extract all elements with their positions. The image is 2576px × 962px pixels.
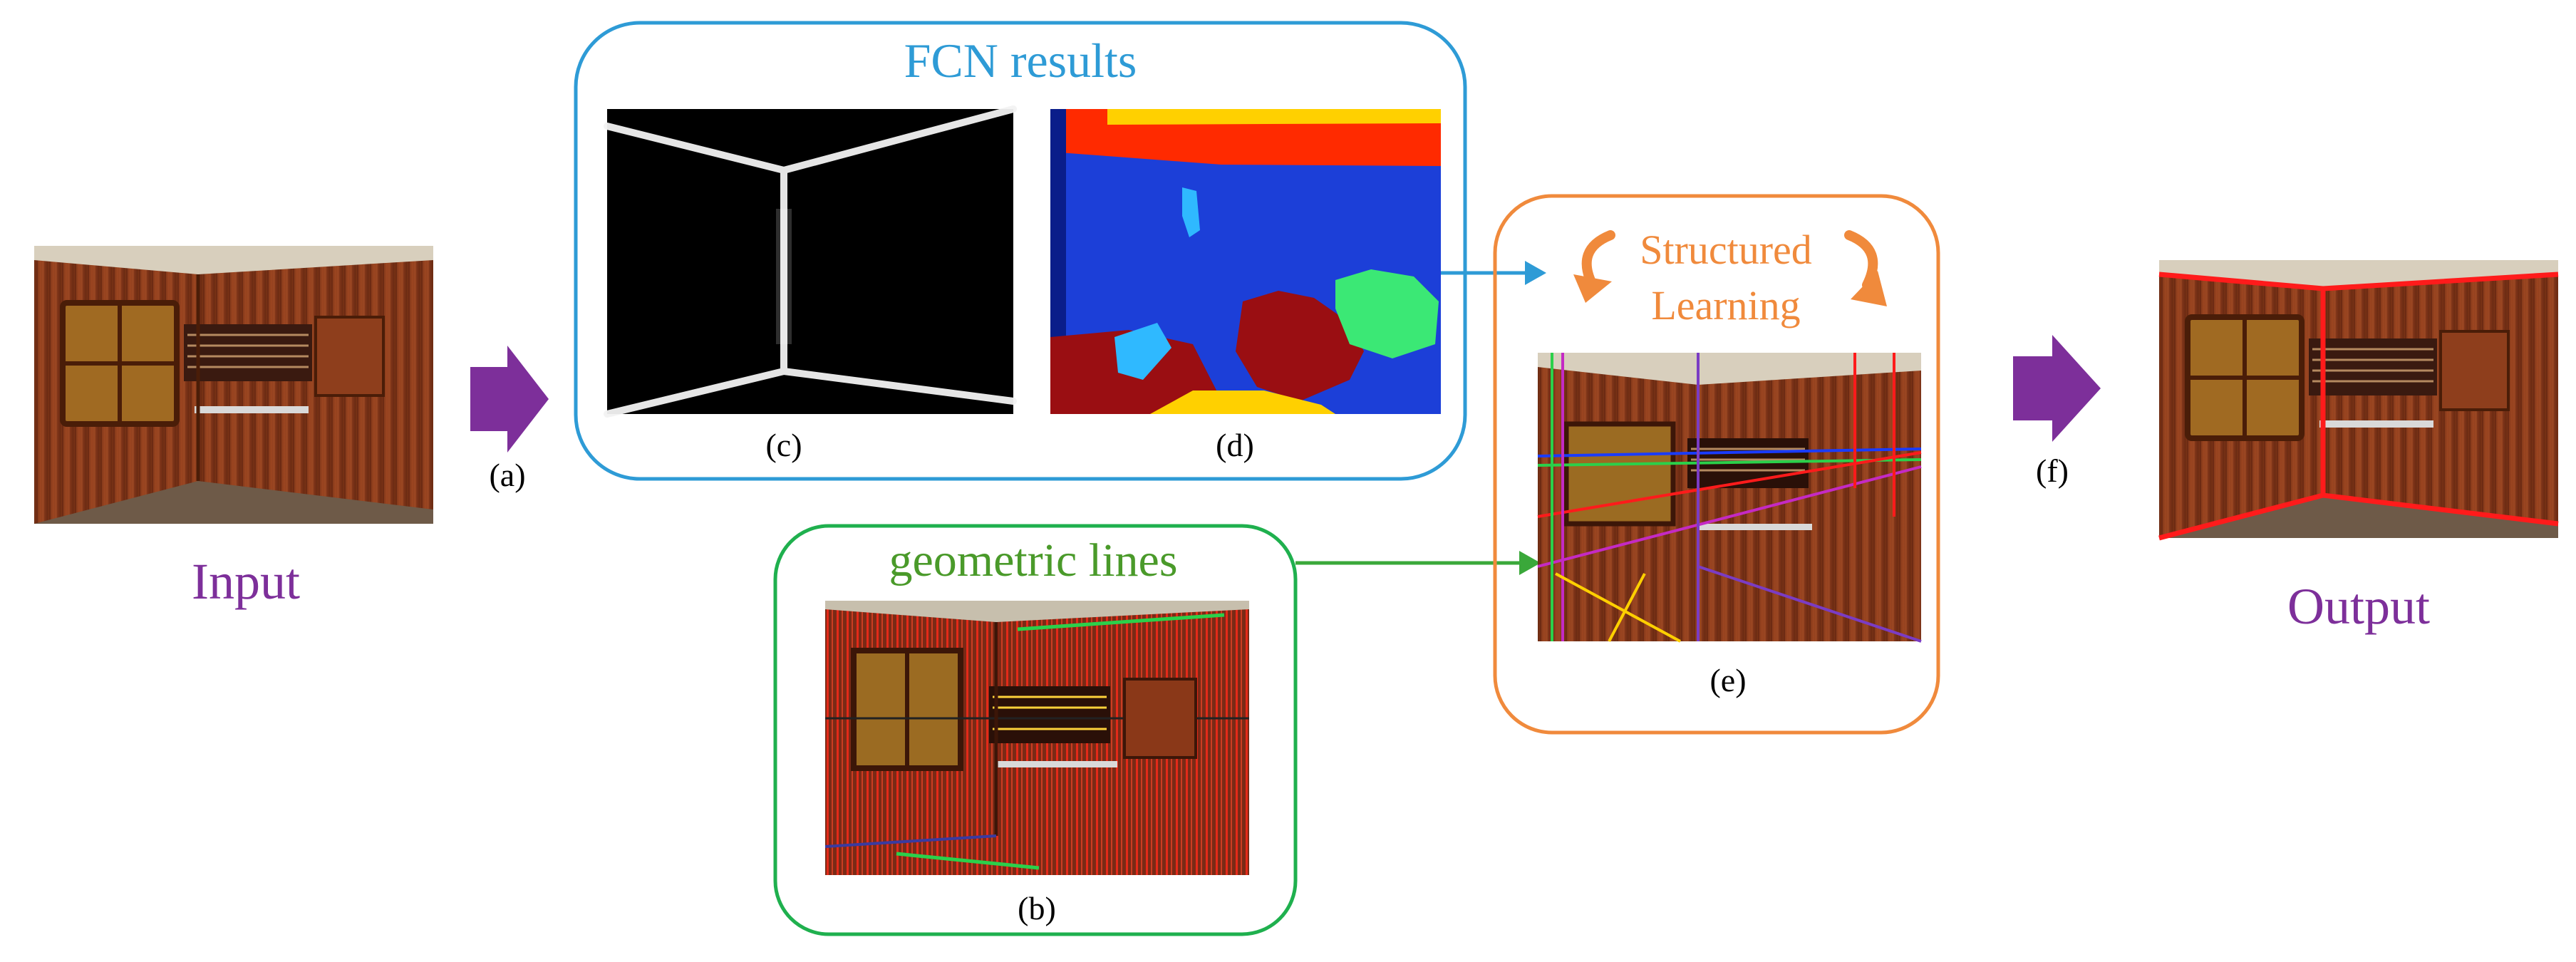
input-label: Input [192,553,300,610]
fcn-to-structured-arrow [1441,261,1546,285]
segmentation-map-caption: (d) [1216,427,1254,463]
structured-learning-title-line2: Learning [1651,282,1800,329]
geometric-lines-box [773,524,1298,936]
output-label: Output [2287,578,2430,635]
edge-map-caption: (c) [765,427,802,463]
right-arrow-icon [2013,335,2101,442]
cycle-arrows-icon [1573,230,1887,306]
structured-learning-image [1537,353,1922,643]
step-a-label: (a) [489,457,525,493]
right-arrow-icon [470,346,549,452]
input-image [34,246,433,524]
structured-learning-box [1493,194,1940,735]
geometric-to-structured-arrow [1295,551,1541,575]
fcn-results-box [574,21,1467,481]
structured-learning-caption: (e) [1709,662,1746,698]
geometric-lines-image [824,601,1249,875]
step-f-label: (f) [2036,452,2069,489]
output-image [2159,260,2558,538]
geometric-lines-caption: (b) [1018,890,1056,926]
fcn-results-title: FCN results [904,33,1137,88]
edge-map-image [604,105,1017,418]
structured-learning-title-line1: Structured [1640,227,1812,273]
geometric-lines-title: geometric lines [889,534,1177,586]
segmentation-map-image [1050,109,1441,414]
